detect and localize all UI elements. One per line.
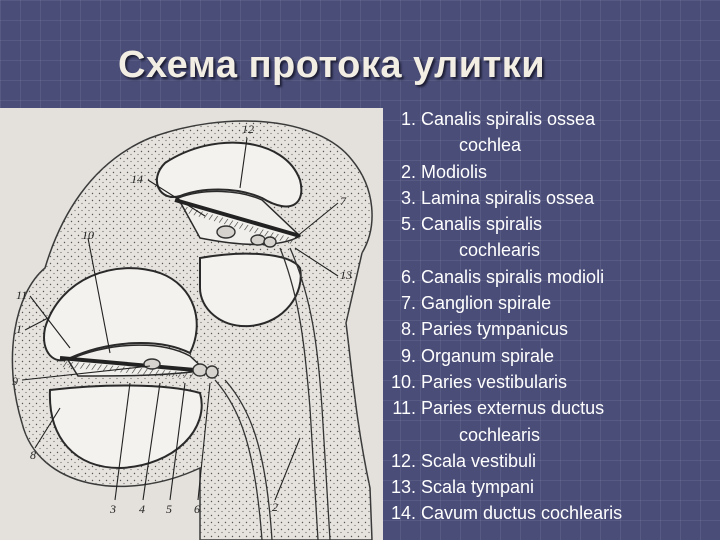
legend-number: 5. xyxy=(400,214,416,235)
legend-text: Canalis spiralis modioli xyxy=(421,266,605,287)
legend-list: 1.Canalis spiralis ossea cochlea 2.Modio… xyxy=(384,106,720,540)
callout-label: 5 xyxy=(166,502,172,516)
legend-number: 11. xyxy=(392,398,416,419)
legend-text: Paries tympanicus xyxy=(421,319,569,340)
legend-item-continuation: cochlearis xyxy=(459,240,541,261)
callout-label: 8 xyxy=(30,448,36,462)
callout-label: 9 xyxy=(12,374,18,388)
legend-text: Canalis spiralis xyxy=(421,214,543,235)
legend-item: 2.Modiolis xyxy=(384,159,720,185)
legend-item: 5.Canalis spiralis xyxy=(384,211,720,237)
legend-text: Lamina spiralis ossea xyxy=(421,187,595,208)
legend-item: 6.Canalis spiralis modioli xyxy=(384,264,720,290)
legend-item: 8.Paries tympanicus xyxy=(384,316,720,342)
legend-text: Paries externus ductus xyxy=(421,398,605,419)
callout-label: 6 xyxy=(194,502,200,516)
legend-number: 2. xyxy=(400,161,416,182)
legend-item: 12.Scala vestibuli xyxy=(384,448,720,474)
legend-number: 3. xyxy=(400,187,416,208)
callout-label: 12 xyxy=(242,122,254,136)
legend-item: 9.Organum spirale xyxy=(384,343,720,369)
legend-text: Modiolis xyxy=(421,161,488,182)
legend-item: 13.Scala tympani xyxy=(384,474,720,500)
callout-label: 10 xyxy=(82,228,94,242)
callout-label: 4 xyxy=(139,502,145,516)
legend-number: 1. xyxy=(400,109,416,129)
callout-label: 7 xyxy=(340,194,346,208)
scala-tympani-lower xyxy=(48,384,203,470)
callout-label: 3 xyxy=(110,502,116,516)
legend-item: 1.Canalis spiralis ossea xyxy=(384,106,720,132)
callout-label: 14 xyxy=(131,172,143,186)
legend-text: Ganglion spirale xyxy=(421,293,552,314)
legend-item-continuation: cochlea xyxy=(459,135,522,156)
cochlea-diagram: 12 14 7 10 13 11 1 9 8 3 4 5 6 2 xyxy=(0,108,383,540)
legend-text: Paries vestibularis xyxy=(421,371,568,392)
legend-number: 12. xyxy=(390,450,416,471)
legend-text: Canalis spiralis ossea xyxy=(421,109,596,129)
legend-item-continuation: cochlearis xyxy=(459,424,541,445)
legend-number: 13. xyxy=(390,477,416,498)
callout-label: 11 xyxy=(16,288,28,302)
scala-vestibuli-upper xyxy=(155,141,303,208)
callout-label: 2 xyxy=(272,500,278,514)
legend-number: 8. xyxy=(400,319,416,340)
legend-number: 10. xyxy=(390,371,416,392)
legend-number: 9. xyxy=(400,345,416,366)
callout-label: 13 xyxy=(340,268,352,282)
legend-text: Scala vestibuli xyxy=(421,450,537,471)
scala-tympani-upper xyxy=(199,252,302,328)
legend-number: 6. xyxy=(400,266,416,287)
legend-number: 14. xyxy=(390,503,416,524)
legend-item: 10.Paries vestibularis xyxy=(384,369,720,395)
legend-item: 3.Lamina spiralis ossea xyxy=(384,185,720,211)
legend-text: Organum spirale xyxy=(421,345,555,366)
legend-text: Scala tympani xyxy=(421,477,535,498)
slide-title: Схема протока улитки xyxy=(118,44,546,86)
legend-item: 14.Cavum ductus cochlearis xyxy=(384,500,720,526)
legend-number: 7. xyxy=(400,293,416,314)
legend-text: Cavum ductus cochlearis xyxy=(421,503,623,524)
legend-item: 7.Ganglion spirale xyxy=(384,290,720,316)
callout-label: 1 xyxy=(16,322,22,336)
legend-item: 11.Paries externus ductus xyxy=(384,395,720,421)
